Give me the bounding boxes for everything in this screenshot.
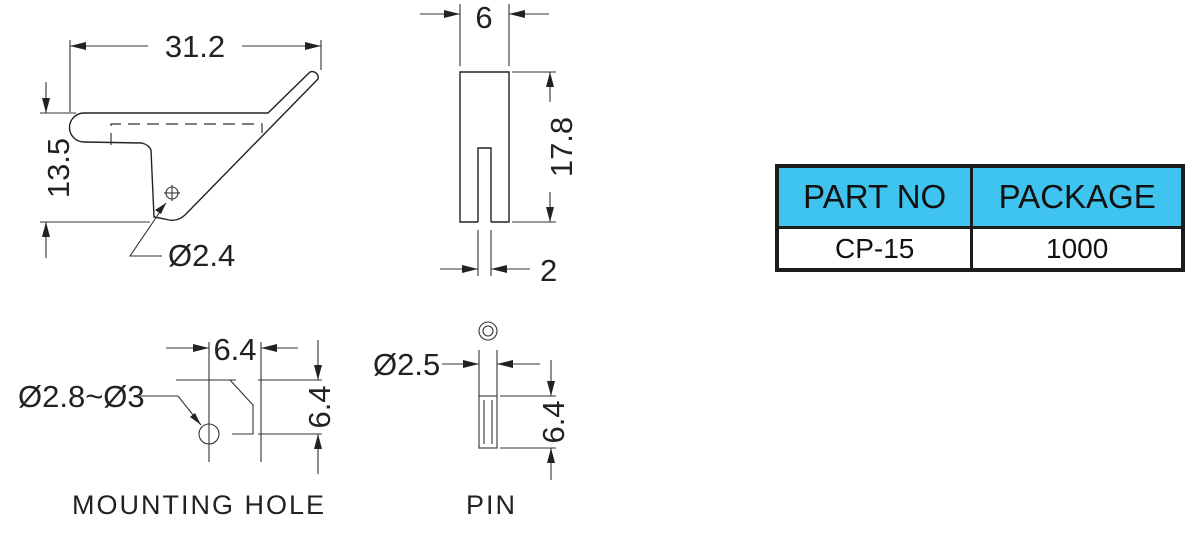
front-slot-dim: 2 <box>540 253 557 288</box>
mount-spacing-v-dim: 6.4 <box>302 385 337 428</box>
front-view: 6 17.8 2 <box>420 0 579 288</box>
spec-table-header-row: PART NO PACKAGE <box>775 164 1185 229</box>
mounting-hole-view: 6.4 6.4 Ø2.8~Ø3 MOUNTING HOLE <box>18 332 337 520</box>
spec-cell-package: 1000 <box>970 226 1185 272</box>
side-height-dim: 13.5 <box>41 138 76 198</box>
front-width-dim: 6 <box>475 0 492 35</box>
spec-table: PART NO PACKAGE CP-15 1000 <box>775 164 1185 272</box>
spec-header-part-no: PART NO <box>775 164 974 229</box>
side-width-dim: 31.2 <box>165 29 225 64</box>
front-outline <box>459 71 510 223</box>
pin-caption: PIN <box>466 490 517 520</box>
front-height-dim: 17.8 <box>544 117 579 177</box>
mounting-hole-circle <box>198 423 220 445</box>
table-row: CP-15 1000 <box>775 226 1185 272</box>
front-slot <box>477 147 492 222</box>
mounting-hole-caption: MOUNTING HOLE <box>72 490 326 520</box>
pin-diameter-dim: Ø2.5 <box>373 347 440 382</box>
side-hole-dim: Ø2.4 <box>168 238 235 273</box>
mount-spacing-h-dim: 6.4 <box>213 332 256 367</box>
pin-top-inner <box>482 325 494 337</box>
spec-cell-part-no: CP-15 <box>775 226 974 272</box>
side-view: 31.2 13.5 Ø2.4 <box>40 29 322 273</box>
pin-view: Ø2.5 6.4 PIN <box>373 321 571 520</box>
pin-top-outer <box>478 321 498 341</box>
pin-length-dim: 6.4 <box>536 400 571 443</box>
pin-body <box>478 395 498 449</box>
spec-header-package: PACKAGE <box>970 164 1185 229</box>
clip-outline <box>68 70 319 222</box>
mount-hole-dim: Ø2.8~Ø3 <box>18 379 145 414</box>
clip-hidden-line <box>110 123 263 145</box>
